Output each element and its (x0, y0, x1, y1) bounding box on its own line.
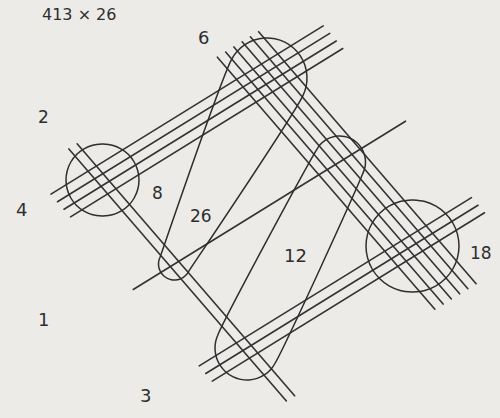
pen-line (51, 26, 323, 194)
pen-line (226, 52, 444, 304)
digit-label: 26 (188, 207, 214, 226)
grouping-loop (159, 38, 307, 280)
pen-line (234, 47, 452, 299)
pen-line (206, 205, 478, 373)
grouping-loop (366, 200, 459, 292)
grouping-loop (66, 144, 139, 216)
pen-line (57, 33, 329, 201)
pen-line (64, 41, 336, 209)
pen-line (69, 149, 287, 401)
digit-label: 6 (196, 28, 211, 48)
pen-line (212, 213, 484, 381)
digit-label: 18 (468, 244, 494, 263)
pen-line (250, 37, 468, 289)
pen-line (259, 32, 477, 284)
digit-label: 4 (14, 200, 29, 220)
pen-line (71, 49, 343, 217)
digit-label: 12 (282, 246, 309, 266)
digit-label: 3 (138, 386, 153, 406)
digit-label: 2 (36, 108, 51, 127)
pen-line (242, 42, 460, 294)
digit-label: 8 (150, 184, 165, 203)
digit-label: 1 (36, 310, 51, 330)
pen-line (199, 198, 471, 366)
problem-heading: 413 × 26 (40, 6, 118, 24)
grouping-loop (215, 136, 365, 380)
